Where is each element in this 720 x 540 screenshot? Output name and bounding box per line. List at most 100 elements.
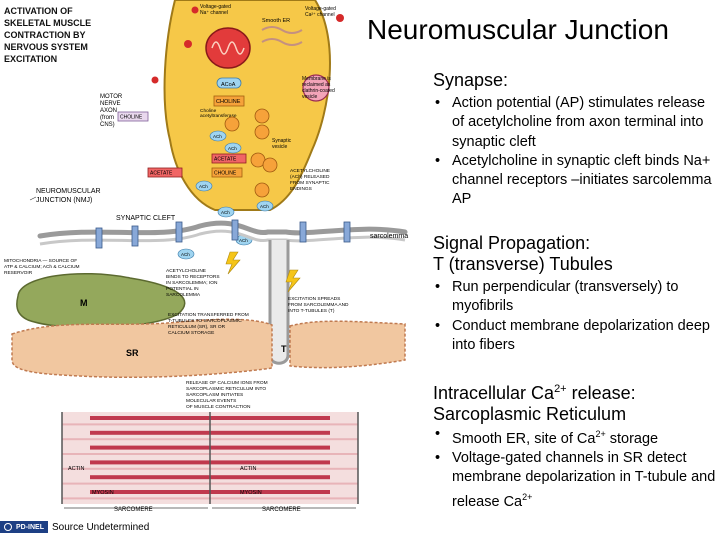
- acetate-box-left: [147, 167, 183, 178]
- bullet-item: Conduct membrane depolarization deep int…: [433, 317, 718, 356]
- header-line-3: CONTRACTION BY: [4, 30, 86, 40]
- choline-box-left: [117, 111, 149, 122]
- nmj-label-2: JUNCTION (NMJ): [36, 197, 92, 204]
- ach-binds-line: IN SARCOLEMMA; ION: [166, 280, 218, 286]
- excitation-spreads-line: EXCITATION SPREADS: [288, 296, 340, 302]
- synapse-heading: Synapse:: [433, 70, 509, 90]
- depolarization-bolt-icon: [225, 251, 241, 275]
- superscript: 2+: [522, 491, 533, 502]
- sarcolemma-membrane-inner: [39, 229, 406, 246]
- myosin-label-left: MYOSIN: [92, 490, 114, 496]
- ion-marker: [151, 76, 159, 84]
- header-line-2: SKELETAL MUSCLE: [4, 18, 91, 28]
- bullet-item: Acetylcholine in synaptic cleft binds Na…: [433, 152, 718, 210]
- ach-molecule: [224, 142, 242, 154]
- ach-release-label: ACETYLCHOLINE (ACh) RELEASED FROM SYNAPT…: [290, 168, 330, 192]
- synaptic-vesicle-label-2: vesicle: [272, 144, 288, 150]
- ach-release-line: ENDINGS: [290, 186, 312, 192]
- ca-channel-label-1: Voltage-gated: [305, 6, 336, 12]
- ach-label: ACh: [260, 204, 269, 209]
- header-line-1: ACTIVATION OF: [4, 6, 73, 16]
- mitochondrion-cristae: [211, 41, 245, 55]
- mito-note-line: MITOCHONDRIA — SOURCE OF: [4, 258, 77, 264]
- muscle-mitochondrion: [16, 273, 186, 329]
- ion-marker: [184, 40, 192, 48]
- ach-receptor: [299, 221, 307, 243]
- na-channel-label-2: Na⁺ channel: [200, 10, 228, 16]
- signal-propagation-bullets: Run perpendicular (transversely) to myof…: [433, 278, 718, 355]
- calcium-release-line: SARCOPLASM INITIATES: [186, 392, 243, 398]
- ach-receptor: [231, 219, 239, 241]
- ach-molecule: [256, 200, 274, 212]
- clathrin-coated-vesicle: [302, 74, 330, 102]
- footer: PD-INEL Source Undetermined: [0, 520, 149, 534]
- ach-label: ACh: [221, 210, 230, 215]
- synaptic-cleft-label: SYNAPTIC CLEFT: [116, 215, 176, 222]
- ach-molecule: [195, 180, 213, 192]
- bullet-item: Smooth ER, site of Ca2+ storage: [433, 425, 718, 449]
- bullet-text: Voltage-gated channels in SR detect memb…: [452, 450, 716, 510]
- sarcolemma-membrane: [37, 220, 408, 239]
- motor-axon-line: AXON: [100, 108, 117, 114]
- cat-label-2: acetyltransferase: [200, 113, 237, 119]
- actin-label-right: ACTIN: [240, 466, 257, 472]
- header-line-4: NERVOUS SYSTEM: [4, 42, 88, 52]
- ca-channel-label-2: Ca²⁺ channel: [305, 12, 335, 18]
- mito-note-line: RESERVOIR: [4, 270, 33, 276]
- acoa-box: [216, 77, 242, 89]
- ach-molecule: [209, 130, 227, 142]
- synaptic-vesicle: [224, 116, 240, 132]
- pd-badge[interactable]: PD-INEL: [0, 521, 48, 533]
- axon-smooth-er: [261, 26, 303, 46]
- acetate-label-left: ACETATE: [150, 171, 173, 177]
- membrane-fusion-line: Membrane is: [302, 76, 331, 82]
- ach-label: ACh: [228, 146, 237, 151]
- mito-note: MITOCHONDRIA — SOURCE OF ATP & CALCIUM; …: [4, 258, 80, 276]
- heading-line: Intracellular Ca2+ release:: [433, 379, 636, 404]
- calcium-release-heading: Intracellular Ca2+ release: Sarcoplasmic…: [433, 379, 636, 425]
- synaptic-vesicle: [254, 108, 270, 124]
- membrane-fusion-line: clathrin-coated: [302, 88, 335, 94]
- header-line-5: EXCITATION: [4, 54, 57, 64]
- acetate-box-upper: [211, 153, 247, 164]
- bullet-text: storage: [605, 430, 659, 447]
- choline-label-lower: CHOLINE: [214, 171, 237, 177]
- ach-molecules: ACh ACh ACh ACh ACh ACh ACh: [177, 130, 274, 260]
- ach-receptor: [95, 227, 103, 249]
- membrane-fusion-line: reclaimed as: [302, 82, 331, 88]
- slide-title: Neuromuscular Junction: [367, 14, 669, 45]
- ach-molecule: [217, 206, 235, 218]
- pd-badge-label: PD-INEL: [16, 523, 44, 531]
- pd-icon: [4, 523, 12, 531]
- synaptic-vesicles: [224, 108, 278, 198]
- ion-markers: [151, 6, 344, 84]
- motor-axon-line: MOTOR: [100, 94, 123, 100]
- excitation-spreads-line: INTO T-TUBULES (T): [288, 308, 335, 314]
- ach-binds-line: ACETYLCHOLINE: [166, 268, 206, 274]
- synaptic-vesicle-label-1: Synaptic: [272, 138, 292, 144]
- source-credit: Source Undetermined: [52, 521, 150, 533]
- calcium-release-line: RELEASE OF CALCIUM IONS FROM: [186, 380, 268, 386]
- choline-box-lower: [211, 167, 243, 178]
- heading-text: release:: [566, 383, 636, 403]
- mito-note-line: ATP & CALCIUM; ACh & CALCIUM: [4, 264, 80, 270]
- sarcomere-label-left: SARCOMERE: [114, 507, 153, 513]
- bullet-item: Voltage-gated channels in SR detect memb…: [433, 449, 718, 512]
- nmj-leader-line: [29, 196, 37, 201]
- ach-binds-line: POTENTIAL IN: [166, 286, 199, 292]
- excitation-spreads-line: FROM SARCOLEMMA AND: [288, 302, 349, 308]
- myosin-label-right: MYOSIN: [240, 490, 262, 496]
- ach-binds-line: SARCOLEMMA: [166, 292, 201, 298]
- choline-label-left: CHOLINE: [120, 115, 143, 121]
- ach-receptor: [343, 221, 351, 243]
- heading-line: T (transverse) Tubules: [433, 254, 613, 274]
- heading-line: Sarcoplasmic Reticulum: [433, 404, 627, 424]
- membrane-reclaim-label: Membrane is reclaimed as clathrin-coated…: [302, 76, 335, 100]
- ach-binds-note: ACETYLCHOLINE BINDS TO RECEPTORS IN SARC…: [166, 268, 220, 298]
- sr-label: SR: [126, 348, 139, 358]
- superscript: 2+: [595, 429, 606, 439]
- acoa-label: ACoA: [221, 82, 236, 88]
- synaptic-vesicle: [254, 182, 270, 198]
- heading-line: Signal Propagation:: [433, 233, 591, 253]
- bullet-item: Action potential (AP) stimulates release…: [433, 94, 718, 152]
